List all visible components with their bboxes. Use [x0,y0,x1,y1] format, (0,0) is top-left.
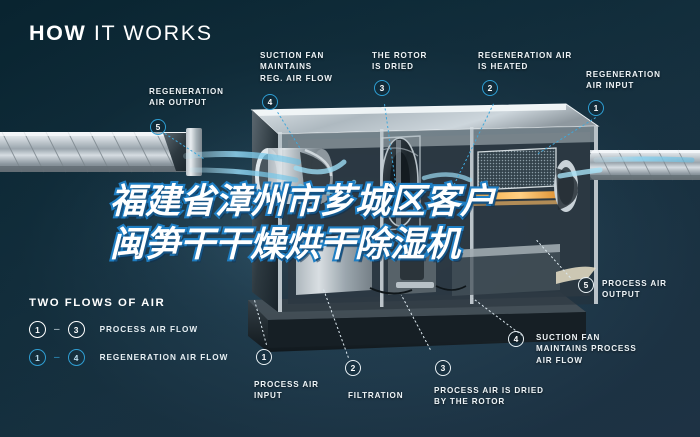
legend-row-regeneration-air-flow: 1 – 4 REGENERATION AIR FLOW [29,349,228,366]
legend-text-regeneration-air-flow: REGENERATION AIR FLOW [99,353,229,362]
callout-label-process-air-dried-by-rotor: PROCESS AIR IS DRIED BY THE ROTOR [434,386,544,407]
legend-marker-from: 1 [29,349,46,366]
process-suction-fan [554,160,578,212]
legend-marker-from: 1 [29,321,46,338]
leader-line-regen-air-input [535,116,596,156]
callout-marker-regeneration-air-output[interactable]: 5 [150,119,166,135]
legend: TWO FLOWS OF AIR 1 – 3 PROCESS AIR FLOW … [29,297,228,377]
callout-label-the-rotor-is-dried: THE ROTOR IS DRIED [372,51,428,72]
callout-marker-suction-fan-process-air-flow[interactable]: 4 [508,331,524,347]
callout-label-process-air-input: PROCESS AIR INPUT [254,380,319,401]
leader-line-filtration [322,288,350,358]
callout-label-filtration: FILTRATION [348,391,404,400]
title-light: IT WORKS [86,21,213,45]
legend-dash: – [54,324,60,335]
leader-line-process-air-output [535,238,571,278]
leader-line-process-air-input [253,298,268,345]
callout-label-suction-fan-reg-air-flow: SUCTION FAN MAINTAINS REG. AIR FLOW [260,51,333,83]
callout-marker-regeneration-air-is-heated[interactable]: 2 [482,80,498,96]
callout-marker-process-air-output[interactable]: 5 [578,277,594,293]
legend-row-process-air-flow: 1 – 3 PROCESS AIR FLOW [29,321,228,338]
title-bold: HOW [29,21,87,45]
legend-title: TWO FLOWS OF AIR [29,297,166,309]
callout-label-process-air-output: PROCESS AIR OUTPUT [602,279,667,300]
process-air-output-duct [590,149,700,181]
callout-label-regeneration-air-is-heated: REGENERATION AIR IS HEATED [478,51,573,72]
leader-line-process-air-dried [400,294,432,350]
watermark-text: 福建省漳州市芗城区客户 闽笋干干燥烘干除湿机 [108,180,497,266]
regeneration-output-duct [0,128,202,176]
legend-text-process-air-flow: PROCESS AIR FLOW [99,325,199,334]
leader-line-regeneration-air-output [164,133,206,161]
callout-marker-process-air-dried-by-rotor[interactable]: 3 [435,360,451,376]
callout-marker-regeneration-air-input[interactable]: 1 [588,100,604,116]
page-title: HOW IT WORKS [29,21,213,46]
callout-label-regeneration-air-output: REGENERATION AIR OUTPUT [149,87,224,108]
callout-marker-suction-fan-reg-air-flow[interactable]: 4 [262,94,278,110]
legend-marker-to: 4 [67,349,85,366]
leader-line-suction-fan-reg [276,112,301,149]
callout-marker-process-air-input[interactable]: 1 [256,349,272,365]
legend-dash: – [54,352,60,363]
callout-marker-the-rotor-is-dried[interactable]: 3 [374,80,390,96]
callout-label-regeneration-air-input: REGENERATION AIR INPUT [586,70,661,91]
legend-marker-to: 3 [67,321,85,338]
callout-marker-filtration[interactable]: 2 [345,360,361,376]
callout-label-suction-fan-process-air-flow: SUCTION FAN MAINTAINS PROCESS AIR FLOW [536,333,637,365]
